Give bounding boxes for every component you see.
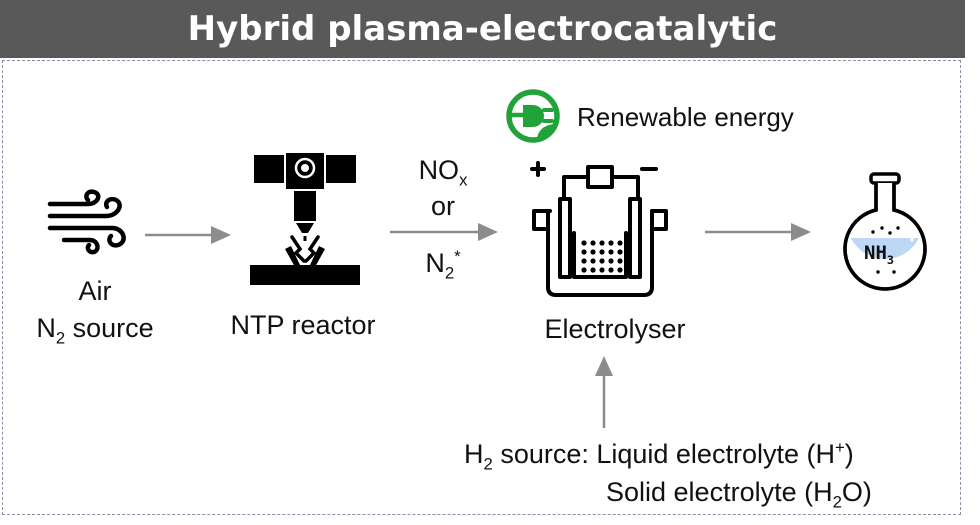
arrow-air-to-reactor [145,226,231,244]
source-line-air: Air [78,276,112,306]
intermediate-or: or [430,191,455,221]
intermediate-n2-excited: N2* [425,247,461,283]
arrow-electrolyser-to-nh3 [705,223,811,241]
plasma-reactor-icon [250,153,360,285]
electrolyser-icon [530,161,668,297]
title-banner: Hybrid plasma-electrocatalytic [0,0,965,58]
source-label: Air N2 source [20,276,170,348]
diagram-frame [2,60,961,515]
reactor-label: NTP reactor [230,310,376,340]
nh3-label: NH3 [864,242,894,267]
h2-source-liquid: H2 source: Liquid electrolyte (H+) [464,438,854,474]
intermediate-nox: NOx [418,155,468,190]
electrolyser-label: Electrolyser [544,314,686,344]
source-line-n2: N2 source [36,313,154,348]
renewable-energy-label: Renewable energy [577,102,794,132]
diagram-title: Hybrid plasma-electrocatalytic [187,9,778,49]
renewable-plug-icon [506,89,560,143]
wind-icon [47,189,126,255]
flask-icon [843,172,927,291]
h2-source-solid: Solid electrolyte (H2O) [606,477,872,512]
arrow-reactor-to-electrolyser [390,223,498,241]
arrow-h2-to-electrolyser [595,356,613,428]
